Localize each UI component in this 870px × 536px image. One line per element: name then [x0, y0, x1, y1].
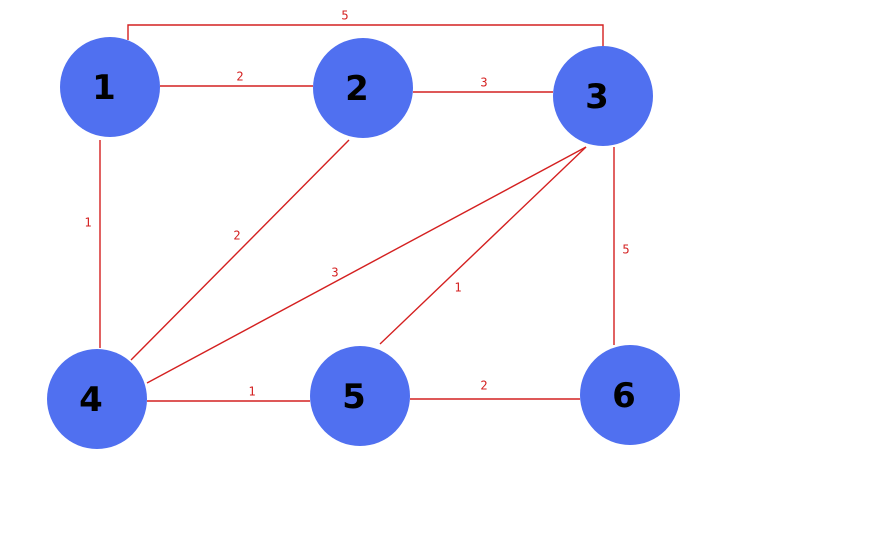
node-label-1: 1	[92, 68, 116, 108]
node-4: 4	[47, 349, 147, 449]
edge-3-5: 1	[379, 146, 587, 345]
node-circle-1	[60, 37, 160, 137]
edge-line-2-4	[130, 139, 350, 361]
edge-weight-1-3: 5	[341, 9, 348, 23]
node-circle-3	[553, 46, 653, 146]
nodes-layer: 1 2 3 4 5 6	[47, 37, 680, 449]
edge-weight-3-4: 3	[331, 266, 338, 280]
edge-weight-2-4: 2	[233, 229, 240, 243]
edge-weight-1-4: 1	[84, 216, 91, 230]
edge-line-3-4	[146, 146, 587, 384]
edge-weight-4-5: 1	[248, 385, 255, 399]
node-circle-6	[580, 345, 680, 445]
node-6: 6	[580, 345, 680, 445]
node-5: 5	[310, 346, 410, 446]
edge-weight-3-5: 1	[454, 281, 461, 295]
edge-5-6: 2	[410, 379, 580, 400]
edge-4-5: 1	[147, 385, 310, 402]
edge-line-3-5	[379, 146, 587, 345]
node-label-6: 6	[612, 376, 636, 416]
edge-2-4: 2	[130, 139, 350, 361]
edge-weight-3-6: 5	[622, 243, 629, 257]
node-label-5: 5	[342, 377, 366, 417]
node-label-2: 2	[345, 69, 369, 109]
node-circle-2	[313, 38, 413, 138]
edge-3-6: 5	[613, 147, 630, 345]
edge-1-4: 1	[84, 140, 101, 348]
edge-weight-1-2: 2	[236, 70, 243, 84]
edge-1-3: 5	[127, 9, 604, 46]
node-3: 3	[553, 46, 653, 146]
node-2: 2	[313, 38, 413, 138]
node-circle-5	[310, 346, 410, 446]
node-circle-4	[47, 349, 147, 449]
edge-weight-2-3: 3	[480, 76, 487, 90]
edge-1-2: 2	[160, 70, 313, 87]
edge-2-3: 3	[413, 76, 553, 93]
node-1: 1	[60, 37, 160, 137]
edge-line-1-3	[127, 24, 604, 46]
edge-3-4: 3	[146, 146, 587, 384]
node-label-3: 3	[585, 77, 609, 117]
edges-layer: 5 2 3 1 2 3 1 5 1 2	[84, 9, 630, 402]
node-label-4: 4	[79, 380, 103, 420]
edge-weight-5-6: 2	[480, 379, 487, 393]
